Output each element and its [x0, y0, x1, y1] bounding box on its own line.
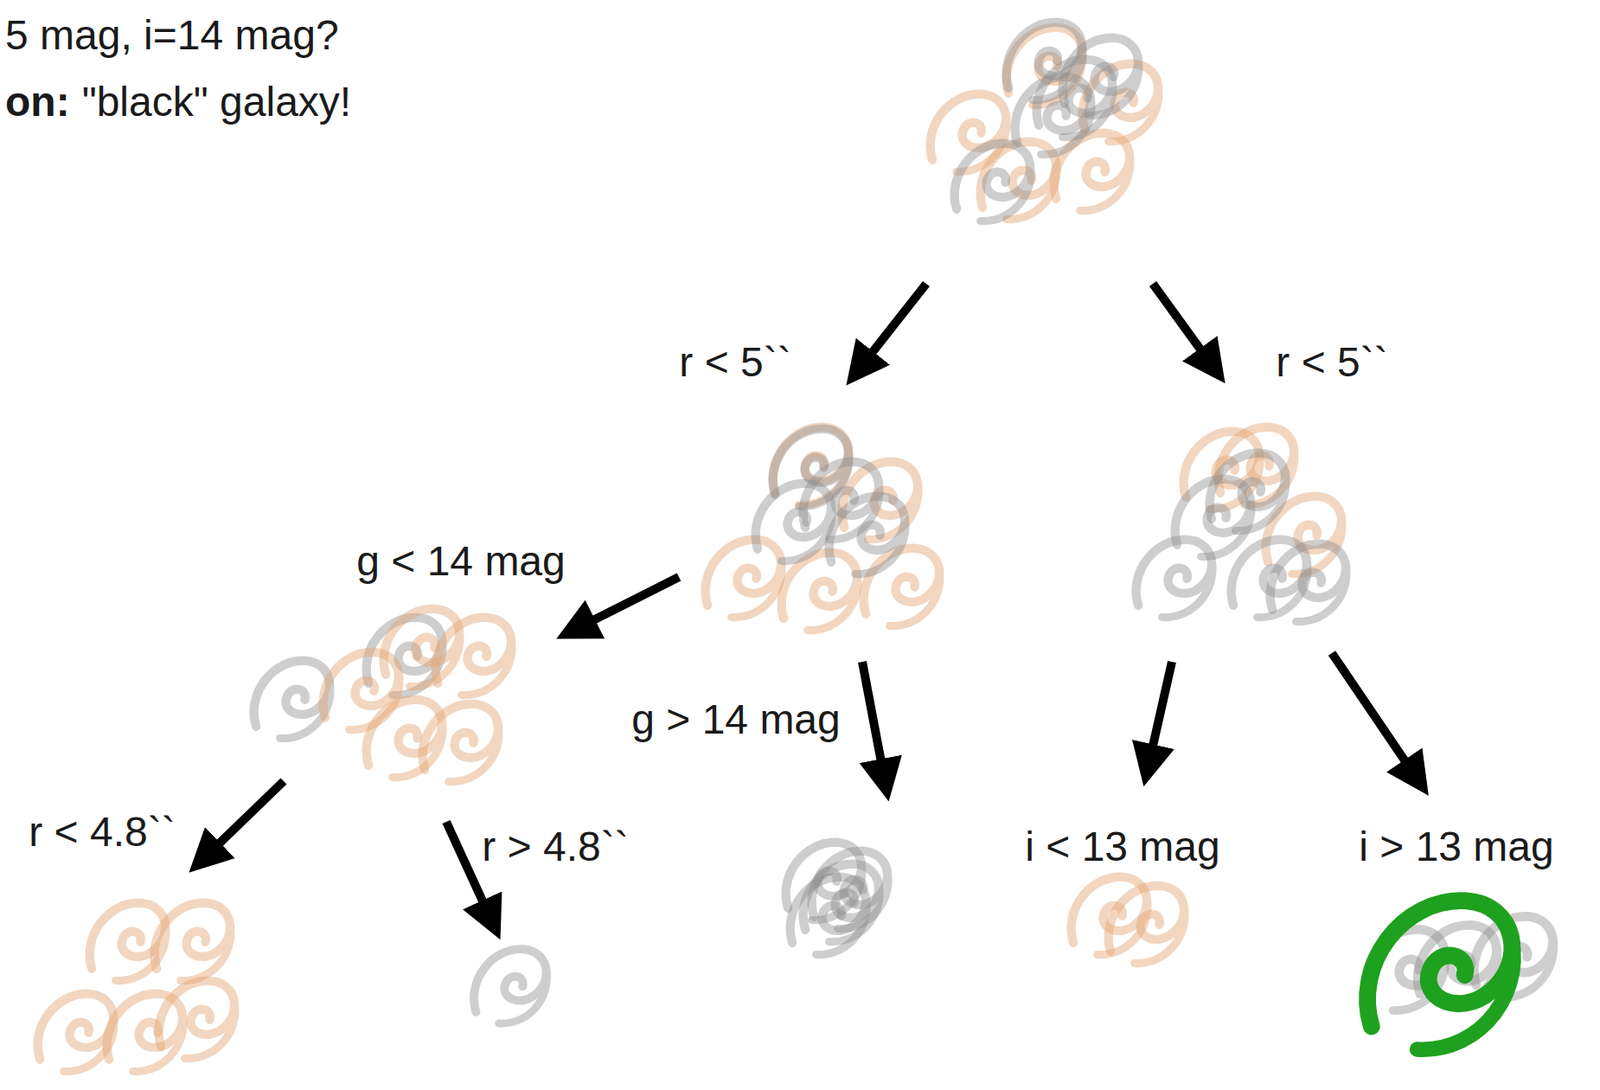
galaxy-symbol	[422, 704, 500, 782]
galaxy-symbol	[1054, 133, 1131, 212]
split-condition: r < 4.8``	[28, 807, 175, 856]
split-arrow	[1331, 652, 1415, 775]
question-text: 5 mag, i=14 mag?	[5, 11, 340, 59]
split-arrow	[1152, 283, 1210, 363]
galaxy-symbol	[1270, 544, 1347, 622]
galaxy-symbol	[1367, 900, 1514, 1050]
galaxy-symbol	[1209, 453, 1287, 532]
galaxy-cluster	[473, 948, 547, 1024]
galaxy-cluster	[705, 427, 941, 631]
galaxy-symbol	[159, 980, 236, 1059]
split-condition: i > 13 mag	[1358, 822, 1554, 871]
galaxy-symbol	[435, 617, 512, 696]
split-condition: r < 5``	[1275, 338, 1388, 386]
galaxy-symbol	[705, 539, 782, 618]
galaxy-symbol	[812, 851, 889, 929]
split-condition: i < 13 mag	[1024, 822, 1220, 871]
galaxy-symbol	[384, 608, 461, 687]
galaxy-cluster	[1136, 427, 1347, 622]
split-condition: r > 4.8``	[481, 822, 628, 871]
split-arrow	[1149, 661, 1172, 762]
galaxy-symbol	[954, 143, 1031, 222]
galaxy-symbol	[366, 699, 443, 778]
galaxy-symbol	[1108, 885, 1185, 964]
galaxy-symbol	[38, 993, 115, 1072]
answer-text: "black" galaxy!	[82, 77, 352, 126]
galaxy-cluster	[254, 608, 512, 782]
galaxy-symbol	[755, 483, 832, 562]
split-arrow	[862, 661, 884, 776]
answer-label: on:	[5, 77, 71, 126]
galaxy-symbol	[864, 548, 941, 627]
split-condition: r < 5``	[678, 338, 791, 386]
galaxy-symbol	[107, 993, 184, 1072]
split-arrow	[207, 780, 284, 855]
galaxy-symbol	[154, 902, 231, 981]
galaxy-symbol	[829, 496, 906, 575]
split-condition: g > 14 mag	[631, 695, 841, 743]
galaxy-symbol	[790, 876, 867, 955]
galaxy-cluster	[1365, 900, 1554, 1050]
galaxy-symbol	[1015, 76, 1092, 155]
galaxy-symbol	[1136, 539, 1213, 618]
galaxy-cluster	[38, 902, 236, 1072]
galaxy-cluster	[930, 22, 1159, 222]
split-arrow	[862, 283, 927, 365]
split-arrow	[579, 576, 679, 628]
split-arrow	[207, 283, 1415, 916]
galaxy-cluster	[786, 842, 889, 955]
galaxy-cluster	[1071, 876, 1185, 964]
split-condition: g < 14 mag	[356, 537, 566, 585]
galaxy-symbol	[473, 948, 547, 1024]
